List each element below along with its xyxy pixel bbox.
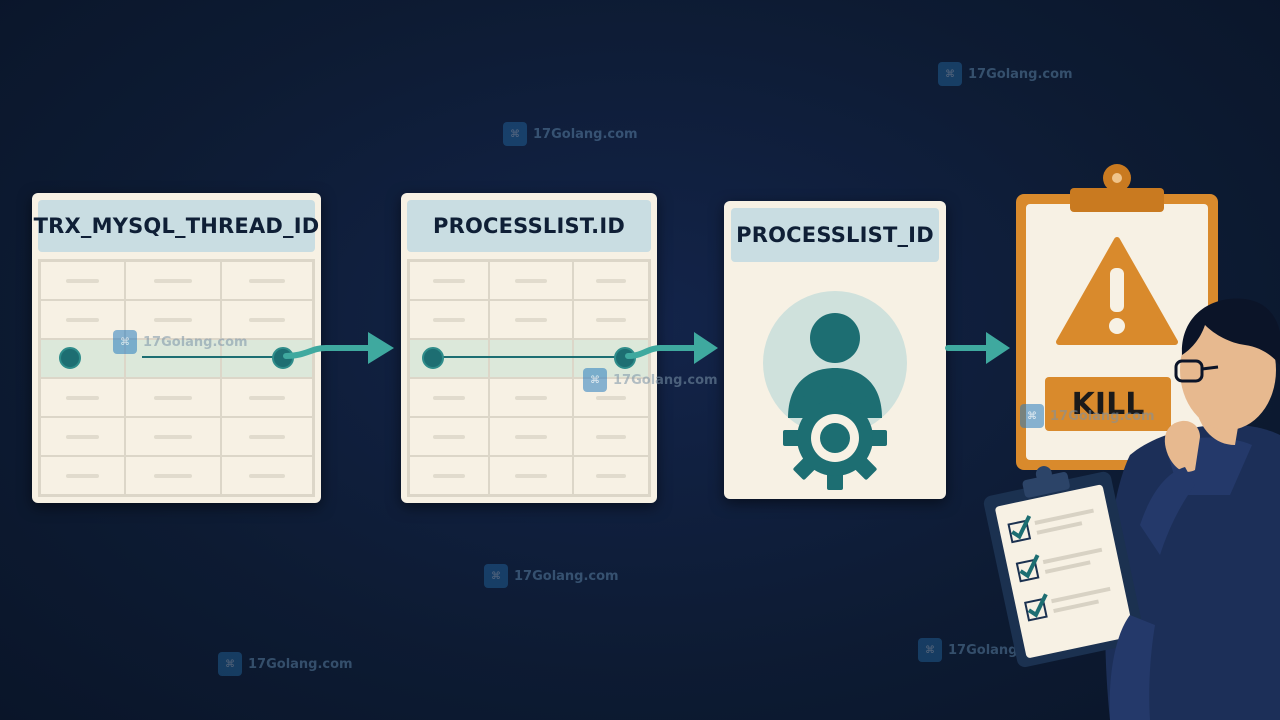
watermark: ⌘ 17Golang.com [503, 122, 638, 146]
arrow-right-icon [945, 332, 1010, 364]
watermark: ⌘ 17Golang.com [484, 564, 619, 588]
user-gear-icon [763, 291, 907, 490]
watermark-text: 17Golang.com [514, 568, 619, 584]
watermark-logo-icon: ⌘ [583, 368, 607, 392]
trx-table-header: TRX_MYSQL_THREAD_ID [34, 200, 319, 252]
watermark-logo-icon: ⌘ [484, 564, 508, 588]
watermark-text: 17Golang.com [143, 334, 248, 350]
processlist-table-header: PROCESSLIST.ID [407, 200, 651, 252]
watermark: ⌘ 17Golang.com [218, 652, 353, 676]
watermark: ⌘ 17Golang.com [113, 330, 248, 354]
watermark-logo-icon: ⌘ [918, 638, 942, 662]
row-link-line [432, 356, 622, 358]
person-illustration [983, 298, 1280, 720]
kill-badge: KILL [1045, 377, 1171, 431]
row-link-line [142, 356, 282, 358]
watermark: ⌘ 17Golang.com [583, 368, 718, 392]
trx-table-card: TRX_MYSQL_THREAD_ID [32, 193, 321, 503]
process-card-header: PROCESSLIST_ID [731, 208, 939, 262]
row-key-dot [422, 347, 444, 369]
watermark-logo-icon: ⌘ [113, 330, 137, 354]
highlighted-row [409, 339, 489, 378]
highlighted-row [40, 339, 125, 378]
watermark: ⌘ 17Golang.com [938, 62, 1073, 86]
watermark-text: 17Golang.com [1050, 408, 1155, 424]
warning-triangle-icon [1056, 237, 1178, 345]
trx-table-grid [38, 259, 315, 497]
watermark-logo-icon: ⌘ [1020, 404, 1044, 428]
watermark-text: 17Golang.com [533, 126, 638, 142]
arrow-right-icon [283, 332, 394, 364]
processlist-table-card: PROCESSLIST.ID [401, 193, 657, 503]
watermark: ⌘ 17Golang.com [1020, 404, 1155, 428]
watermark-logo-icon: ⌘ [218, 652, 242, 676]
watermark-text: 17Golang.com [968, 66, 1073, 82]
watermark-logo-icon: ⌘ [938, 62, 962, 86]
watermark-text: 17Golang.com [248, 656, 353, 672]
arrow-right-icon [625, 332, 718, 364]
watermark-text: 17Golang.com [613, 372, 718, 388]
row-key-dot [59, 347, 81, 369]
processlist-table-grid [407, 259, 651, 497]
watermark-logo-icon: ⌘ [503, 122, 527, 146]
